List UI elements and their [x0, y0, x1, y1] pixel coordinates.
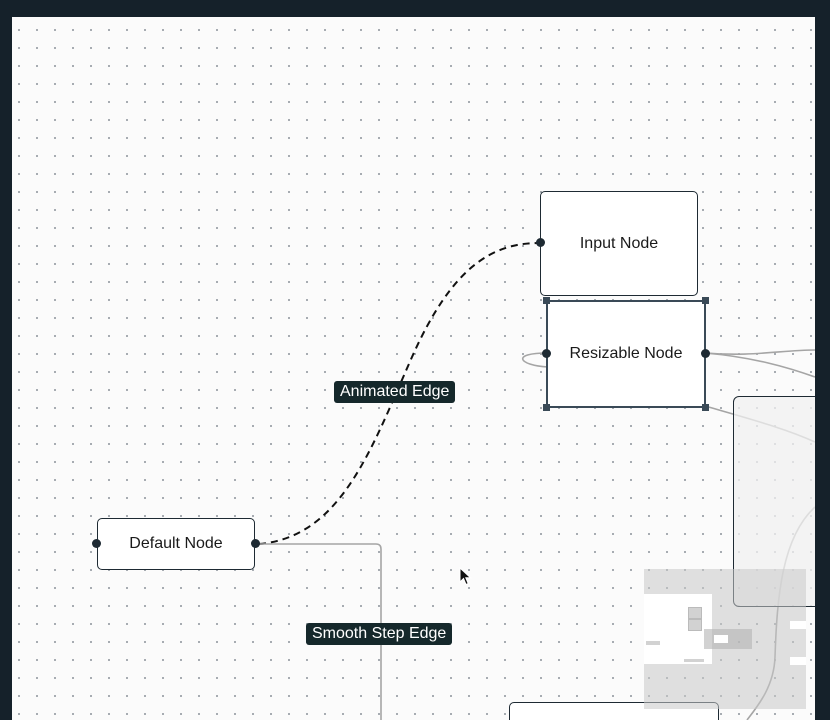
default-node-target-handle[interactable] [92, 539, 101, 548]
default-node-source-handle[interactable] [251, 539, 260, 548]
resizable-out-edge-1[interactable] [704, 349, 815, 355]
default-node-label: Default Node [129, 535, 223, 552]
minimap-node [684, 659, 704, 662]
input-node-target-handle[interactable] [536, 238, 545, 247]
resize-handle-top-left[interactable] [543, 297, 550, 304]
resize-handle-bottom-left[interactable] [543, 404, 550, 411]
minimap-node [714, 635, 728, 643]
smooth-step-edge-label[interactable]: Smooth Step Edge [306, 623, 453, 645]
smooth-step-edge[interactable] [259, 543, 382, 720]
default-node[interactable]: Default Node [92, 518, 260, 570]
resizable-loop-edge[interactable] [522, 352, 549, 368]
resizable-out-edge-2[interactable] [704, 352, 815, 378]
minimap-node [688, 619, 702, 631]
input-node[interactable]: Input Node [536, 191, 698, 296]
minimap-node [688, 607, 702, 619]
resizable-node-source-handle[interactable] [701, 349, 710, 358]
resize-handle-top-right[interactable] [702, 297, 709, 304]
minimap-node [790, 621, 806, 629]
input-node-label: Input Node [579, 234, 659, 252]
resizable-node[interactable]: Resizable Node [542, 297, 710, 411]
resize-handle-bottom-right[interactable] [702, 404, 709, 411]
minimap[interactable] [644, 569, 806, 709]
resizable-node-label: Resizable Node [569, 345, 683, 362]
minimap-node [790, 657, 806, 665]
animated-edge-label[interactable]: Animated Edge [334, 381, 456, 403]
minimap-node [646, 641, 660, 645]
resizable-node-target-handle[interactable] [542, 349, 551, 358]
minimap-node [704, 629, 752, 649]
animated-edge[interactable] [258, 242, 540, 545]
mouse-cursor-icon [459, 567, 472, 586]
flow-canvas[interactable]: Input Node Resizable Node Default Node A… [12, 17, 815, 720]
